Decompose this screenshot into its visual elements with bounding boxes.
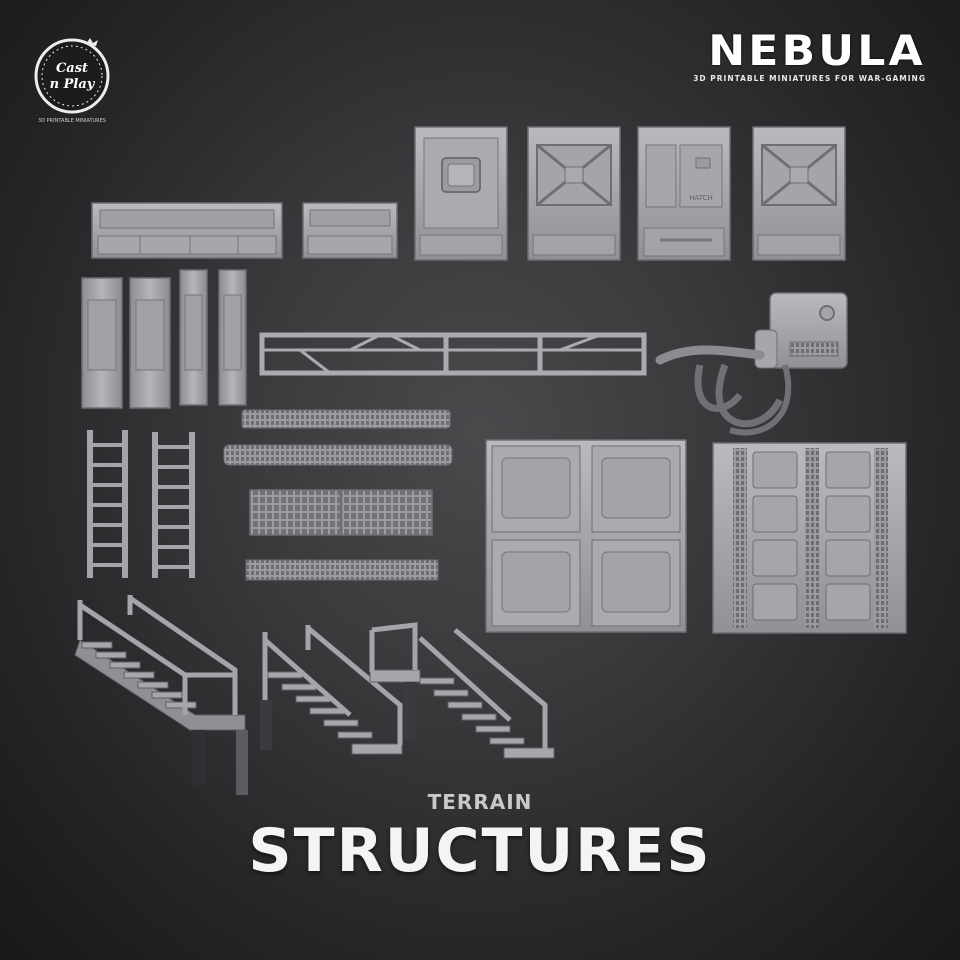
- low-wall-long: [91, 202, 283, 259]
- page-title: STRUCTURES: [248, 816, 712, 886]
- svg-text:3D PRINTABLE MINIATURES: 3D PRINTABLE MINIATURES: [38, 118, 106, 124]
- brand-block: NEBULA 3D PRINTABLE MINIATURES FOR WAR-G…: [693, 30, 926, 84]
- pillar-3: [179, 269, 208, 406]
- wall-panel-x-brace-2: [752, 126, 846, 261]
- staircase-3: [369, 622, 555, 759]
- floor-tile-panels: [485, 439, 687, 633]
- railing-long: [259, 332, 647, 376]
- low-wall-short: [302, 202, 398, 259]
- svg-text:Cast: Cast: [56, 61, 88, 76]
- pillar-4: [218, 269, 247, 406]
- brand-tagline: 3D PRINTABLE MINIATURES FOR WAR-GAMING: [693, 74, 926, 83]
- staircase-1: [74, 595, 248, 795]
- pillar-1: [81, 277, 123, 409]
- ladder-1: [87, 430, 128, 578]
- wall-panel-x-brace-1: [527, 126, 621, 261]
- vent-strip-1: [241, 409, 451, 429]
- floor-tile-grid: [712, 442, 907, 634]
- hatch-label: HATCH: [689, 194, 713, 202]
- castnplay-logo: Cast n Play 3D PRINTABLE MINIATURES: [34, 38, 110, 124]
- category-label: TERRAIN: [427, 790, 533, 814]
- pillar-2: [129, 277, 171, 409]
- wall-panel-hatch: HATCH: [637, 126, 731, 261]
- vent-strip-3: [245, 559, 439, 581]
- svg-text:n Play: n Play: [50, 77, 96, 92]
- brand-name: NEBULA: [708, 26, 926, 75]
- generator-with-hoses: [655, 292, 848, 436]
- staircase-2: [260, 625, 403, 755]
- ladder-2: [152, 432, 195, 578]
- wall-panel-window: [414, 126, 508, 261]
- vent-strip-2: [223, 444, 453, 466]
